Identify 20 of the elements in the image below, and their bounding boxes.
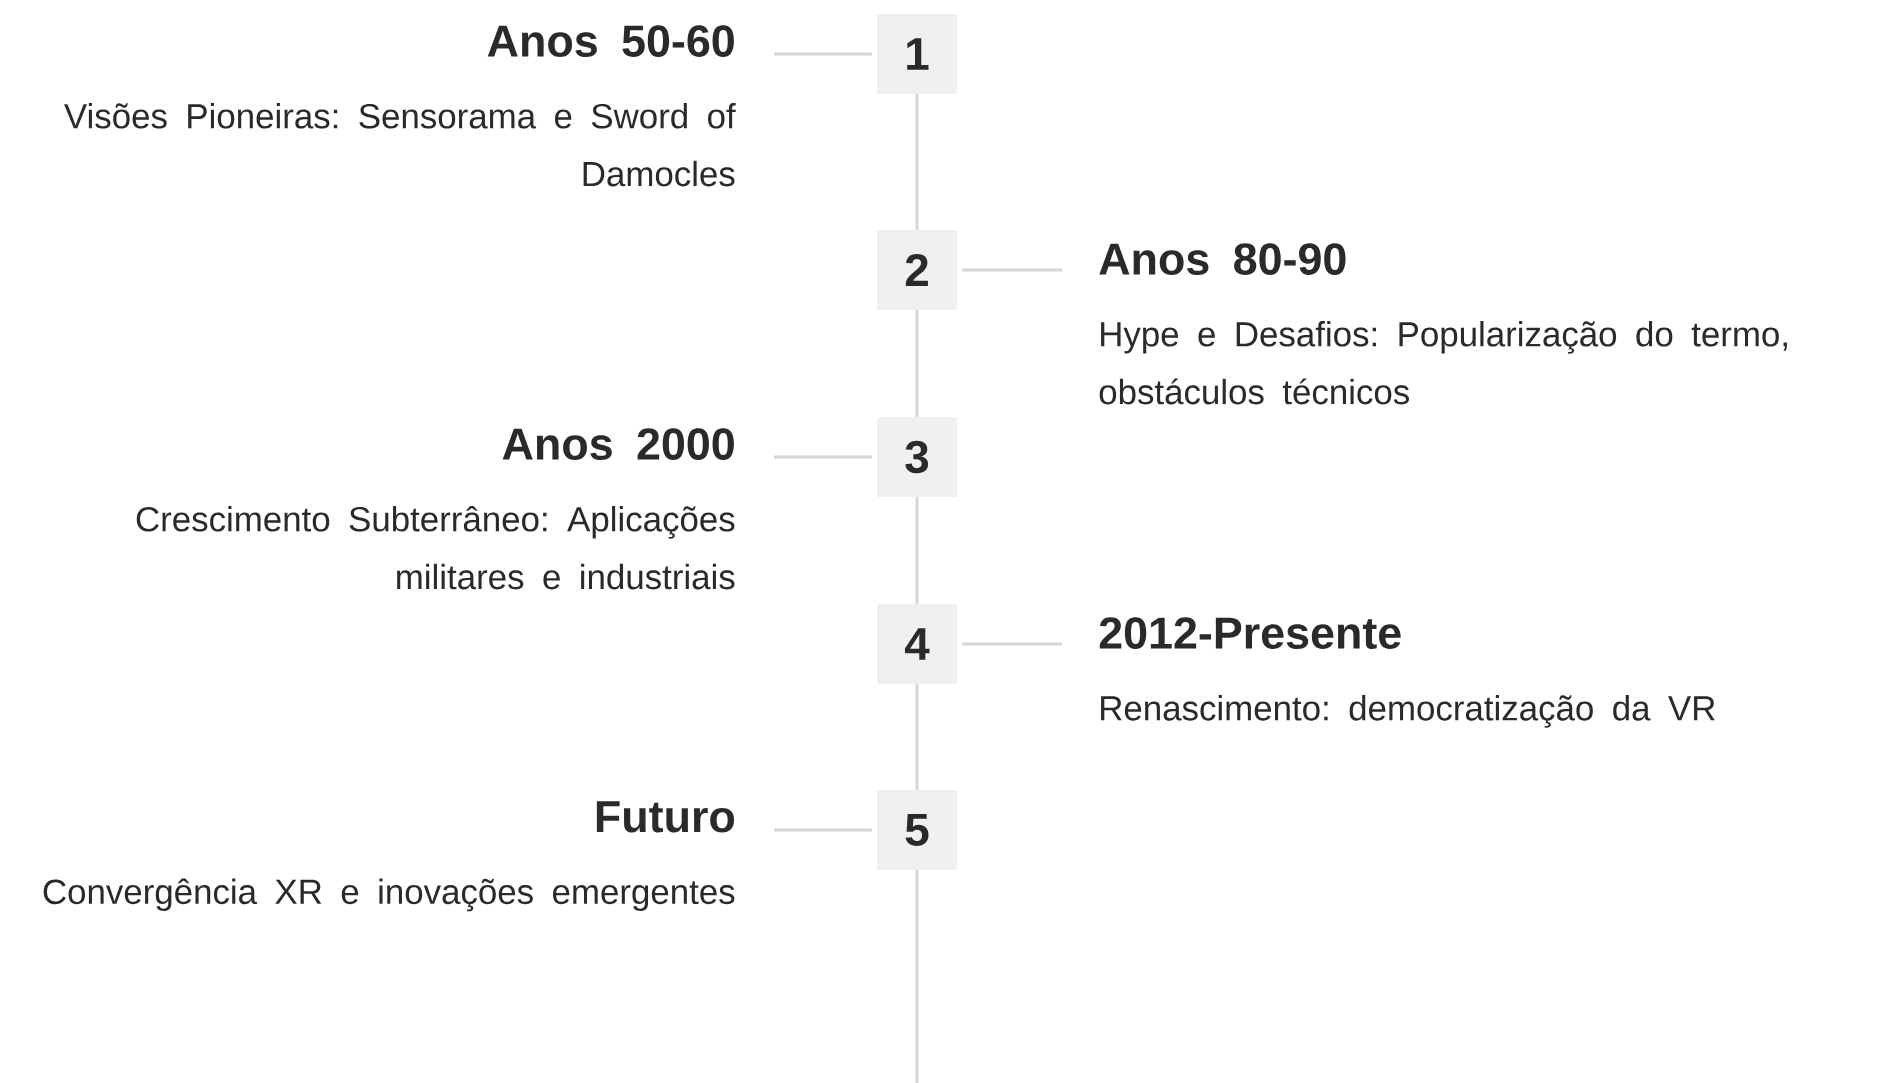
timeline-entry: Anos 2000 Crescimento Subterrâneo: Aplicações militares e industriais bbox=[136, 428, 735, 590]
connector-line bbox=[962, 642, 1062, 646]
timeline-line bbox=[915, 94, 919, 230]
timeline-entry: Futuro Convergência XR e inovações emergentes bbox=[43, 801, 735, 912]
timeline-entry: 2012-Presente Renascimento: democratização da VR bbox=[1099, 617, 1715, 728]
number-box: 1 bbox=[877, 14, 957, 94]
connector-line bbox=[774, 52, 872, 56]
timeline-entry: Anos 50-60 Visões Pioneiras: Sensorama e Sword of Damocles bbox=[64, 25, 736, 187]
number-box: 3 bbox=[877, 417, 957, 497]
number-box: 4 bbox=[877, 604, 957, 684]
connector-line bbox=[962, 268, 1062, 272]
number-box: 5 bbox=[877, 790, 957, 870]
connector-line bbox=[774, 828, 872, 832]
timeline-line bbox=[915, 497, 919, 604]
timeline-entry: Anos 80-90 Hype e Desafios: Popularização do termo, obstáculos técnicos bbox=[1099, 243, 1787, 405]
connector-line bbox=[774, 455, 872, 459]
timeline-line bbox=[915, 310, 919, 417]
timeline-line bbox=[915, 870, 919, 1083]
timeline-line bbox=[915, 684, 919, 790]
number-box: 2 bbox=[877, 230, 957, 310]
